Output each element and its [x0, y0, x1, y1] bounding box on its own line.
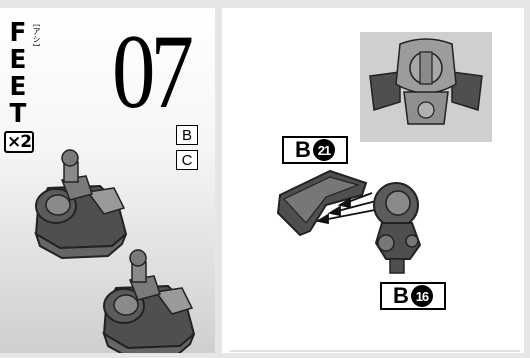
- part-b21-illustration: [278, 171, 366, 235]
- part-label-b16: B 16: [380, 282, 446, 310]
- foot-1-illustration: [36, 150, 126, 258]
- foot-2-illustration: [104, 250, 194, 353]
- divider: [230, 350, 520, 352]
- part-number-badge: 16: [411, 285, 433, 307]
- runner-letter: B: [393, 283, 409, 309]
- assembly-illustration: [270, 165, 470, 285]
- assembled-foot-illustration: [0, 8, 215, 353]
- inset-part-illustration: [360, 32, 492, 142]
- runner-letter: B: [295, 137, 311, 163]
- part-number-badge: 21: [313, 139, 335, 161]
- part-b16-illustration: [374, 183, 420, 273]
- part-label-b21: B 21: [282, 136, 348, 164]
